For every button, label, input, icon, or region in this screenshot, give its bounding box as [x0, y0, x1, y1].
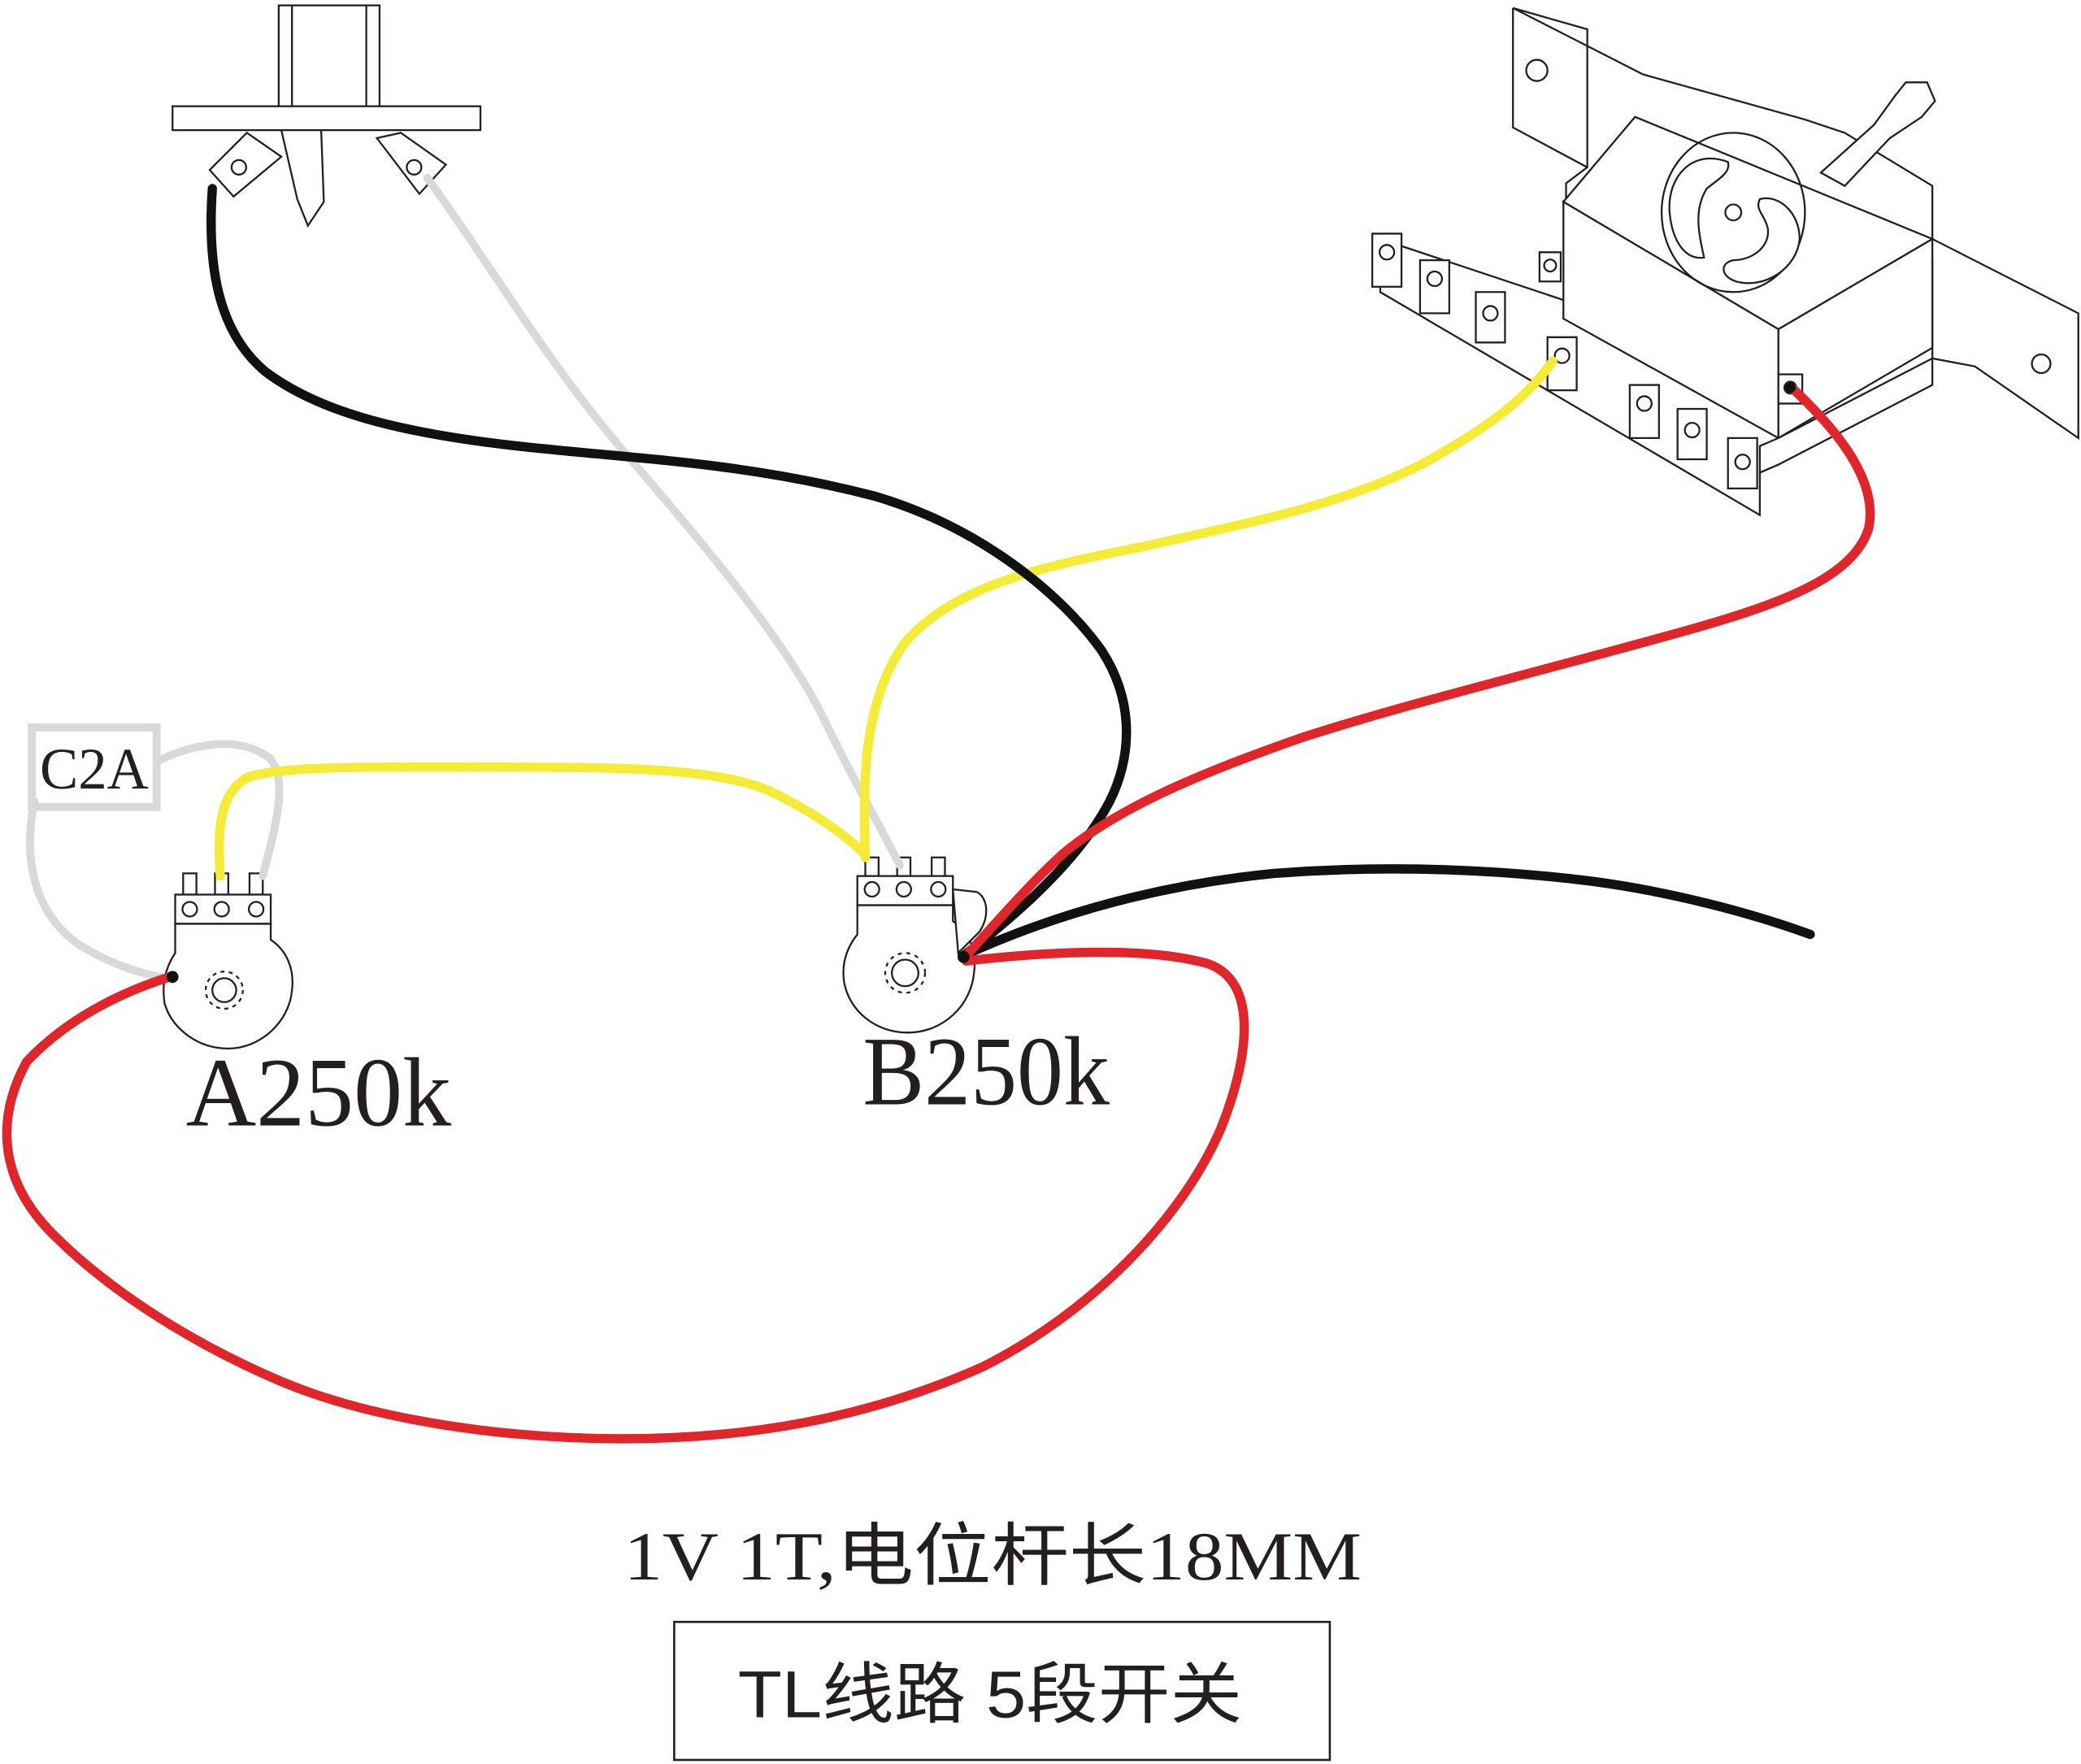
pot-b-terminal-3 — [930, 880, 947, 898]
switch-rotor-outline — [1660, 132, 1806, 293]
wires — [2, 173, 1875, 1444]
jack-tip-lug-hole — [406, 159, 423, 176]
wire-white-cap-to-pot-a-casing — [25, 797, 177, 984]
pot-b-grounding-tab — [951, 888, 988, 955]
capacitor-label: C2A — [40, 736, 149, 802]
jack-barrel — [277, 4, 381, 111]
wire-black-pot-b-output — [958, 864, 1815, 961]
switch-rotor-left-half — [1668, 157, 1730, 259]
switch-rotor-right-half — [1723, 197, 1801, 285]
wire-yellow-pot-b-to-switch — [859, 356, 1557, 862]
title-label: TL线路 5段开关 — [738, 1658, 1242, 1732]
switch-base-strip — [1758, 357, 1934, 475]
capacitor-box — [28, 723, 161, 811]
pot-a-terminal-3 — [247, 901, 265, 918]
pot-b-lug-3 — [930, 856, 946, 877]
pot-a-shaft-spline — [204, 971, 244, 1010]
solder-point-pot-a — [166, 971, 179, 984]
jack-tip-contact — [280, 128, 325, 228]
pot-a-terminal-2 — [213, 901, 230, 918]
spec-label: 1V 1T,电位杆长18MM — [623, 1519, 1362, 1595]
wire-red-switch-to-pot-b — [958, 383, 1875, 963]
jack-sleeve-lug-hole — [230, 159, 247, 176]
five-way-switch — [1371, 7, 2079, 517]
pot-a — [163, 872, 293, 1050]
pot-b — [842, 856, 988, 1034]
switch-plate-outline — [1512, 7, 1588, 168]
jack-plate — [172, 105, 482, 132]
pot-b-terminal-2 — [895, 880, 912, 898]
pot-a-terminal-1 — [181, 901, 198, 918]
pot-b-label: B250k — [862, 1017, 1110, 1126]
pot-a-shaft — [211, 977, 237, 1003]
switch-mount-hole-right — [2031, 353, 2052, 375]
title-box: TL线路 5段开关 — [673, 1620, 1332, 1762]
pot-a-lug-1 — [182, 872, 198, 896]
wire-yellow-pot-a-to-pot-b — [214, 762, 871, 881]
wire-white-jack-to-pot-b — [423, 173, 904, 870]
pot-b-shaft-spline — [884, 952, 927, 994]
pot-b-shaft — [891, 958, 919, 988]
switch-rotor-center — [1724, 203, 1743, 222]
title-box-frame — [673, 1620, 1332, 1762]
output-jack — [172, 4, 482, 228]
wire-white-cap-to-pot-a — [152, 740, 284, 880]
pot-a-label: A250k — [186, 1039, 452, 1148]
capacitor: C2A — [28, 723, 161, 811]
wire-red-pot-b-to-pot-a — [2, 947, 1249, 1444]
switch-lever — [1819, 81, 1936, 188]
solder-point-pot-b — [957, 950, 970, 963]
pot-b-terminal-1 — [863, 880, 880, 898]
wire-black-jack-to-pot-b — [206, 184, 1132, 961]
switch-mount-hole-left — [1525, 59, 1549, 82]
switch-lugs — [1371, 232, 1804, 490]
solder-point-switch-red — [1784, 382, 1796, 393]
